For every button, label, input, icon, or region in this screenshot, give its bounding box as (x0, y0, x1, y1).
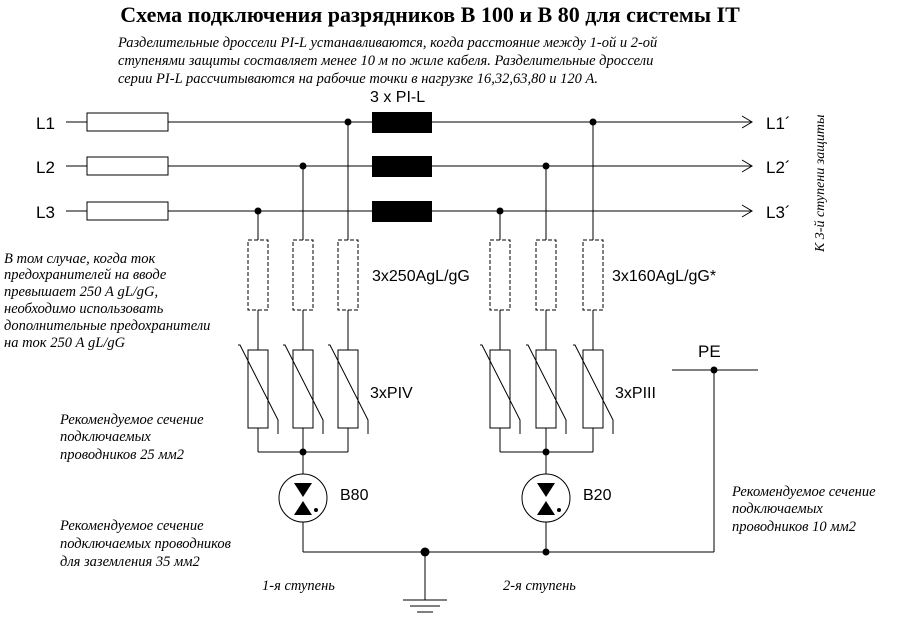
chokes-label: 3 x PI-L (370, 89, 425, 106)
input-fuse-l3 (86, 201, 169, 221)
fuse-note-5: дополнительные предохранители (4, 318, 210, 334)
optional-fuse-1c (337, 239, 359, 311)
choke-l3 (372, 201, 432, 222)
arrester-b20-triangle-down-icon (537, 483, 555, 497)
varistor-2c (582, 349, 604, 429)
intro-line-1: Разделительные дроссели PI-L устанавлива… (117, 35, 658, 51)
input-fuse-l2 (86, 156, 169, 176)
stage2-label: 2-я ступень (503, 578, 576, 594)
varistor-1a (247, 349, 269, 429)
choke-l1 (372, 112, 432, 133)
arrester-b80-triangle-up-icon (294, 501, 312, 515)
section-note1-1: Рекомендуемое сечение (59, 412, 204, 428)
arrow-l2-icon (741, 159, 753, 173)
stage1-label: 1-я ступень (262, 578, 335, 594)
varistors2-label: 3xPIII (615, 385, 656, 402)
fuse-note-4: необходимо использовать (4, 301, 164, 317)
section-note1-2: подключаемых (60, 429, 151, 445)
section-note3-1: Рекомендуемое сечение (731, 484, 876, 500)
fuses2-label: 3x160AgL/gG* (612, 268, 716, 285)
optional-fuse-2a (489, 239, 511, 311)
side-label: К 3-й ступени защиты (813, 115, 828, 253)
diagram-title: Схема подключения разрядников В 100 и В … (120, 2, 740, 27)
section-note2-2: подключаемых проводников (60, 536, 232, 552)
fuse-note-6: на ток 250 А gL/gG (4, 335, 126, 351)
choke-l2 (372, 156, 432, 177)
line-in-l3: L3 (36, 203, 55, 222)
fuse-note-3: превышает 250 А gL/gG, (4, 284, 158, 300)
arrow-l1-icon (741, 115, 753, 129)
section-note3-3: проводников 10 мм2 (732, 519, 856, 535)
arrester1-label: B80 (340, 487, 369, 504)
varistor-2a (489, 349, 511, 429)
varistor-2b (535, 349, 557, 429)
line-out-l2: L2´ (766, 158, 791, 177)
arrester-b20-triangle-up-icon (537, 501, 555, 515)
line-out-l3: L3´ (766, 203, 791, 222)
arrow-l3-icon (741, 204, 753, 218)
section-note2-3: для заземления 35 мм2 (60, 554, 200, 570)
optional-fuse-1b (292, 239, 314, 311)
section-note1-3: проводников 25 мм2 (60, 447, 184, 463)
intro-line-3: серии PI-L рассчитываются на рабочие точ… (118, 71, 598, 87)
varistors1-label: 3xPIV (370, 385, 413, 402)
line-out-l1: L1´ (766, 114, 791, 133)
optional-fuse-1a (247, 239, 269, 311)
section-note2-1: Рекомендуемое сечение (59, 518, 204, 534)
intro-line-2: ступенями защиты составляет менее 10 м п… (118, 53, 653, 69)
section-note3-2: подключаемых (732, 501, 823, 517)
line-in-l1: L1 (36, 114, 55, 133)
fuse-note-2: предохранителей на вводе (4, 267, 167, 283)
pe-label: PE (698, 342, 721, 361)
optional-fuse-2b (535, 239, 557, 311)
line-in-l2: L2 (36, 158, 55, 177)
arrester2-label: B20 (583, 487, 612, 504)
fuse-note-1: В том случае, когда ток (4, 251, 155, 267)
optional-fuse-2c (582, 239, 604, 311)
varistor-1c (337, 349, 359, 429)
varistor-1b (292, 349, 314, 429)
input-fuse-l1 (86, 112, 169, 132)
fuses1-label: 3x250AgL/gG (372, 268, 470, 285)
arrester-b80-triangle-down-icon (294, 483, 312, 497)
